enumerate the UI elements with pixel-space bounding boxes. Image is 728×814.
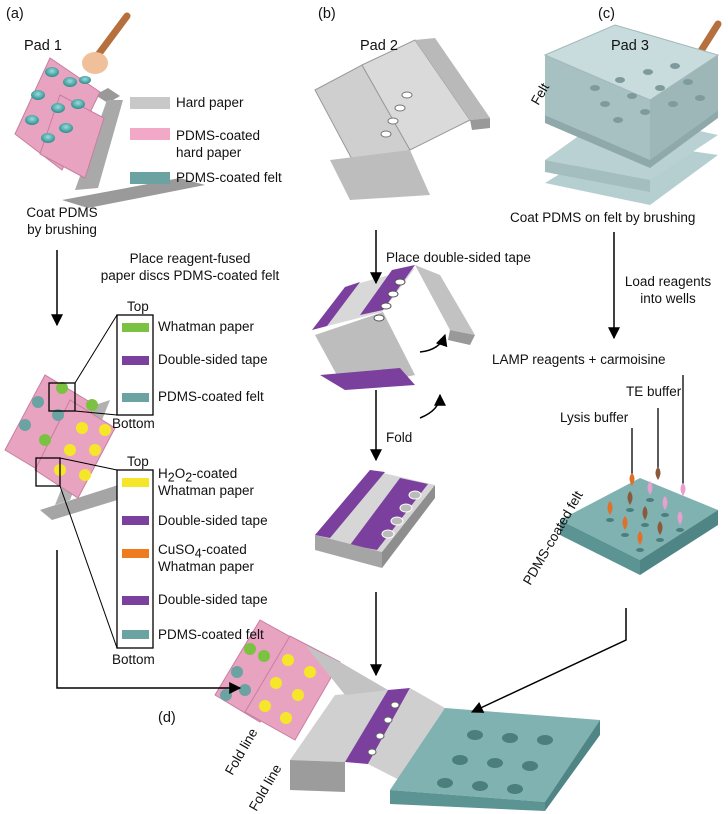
layer-stack-2 xyxy=(116,469,154,649)
step-place-tape: Place double-sided tape xyxy=(386,250,531,265)
layer-felt xyxy=(122,393,149,402)
panel-label-d: (d) xyxy=(158,710,176,726)
stack2-tape-2: Double-sided tape xyxy=(158,592,268,607)
pad1-title: Pad 1 xyxy=(24,38,62,54)
step-place-reagent: Place reagent-fused paper discs PDMS-coa… xyxy=(100,251,280,283)
stack1-tape: Double-sided tape xyxy=(158,352,268,367)
pad3-title: Pad 3 xyxy=(611,38,649,54)
legend-pdms-paper: PDMS-coated hard paper xyxy=(176,128,261,160)
stack2-cuso4: CuSO4-coated xyxy=(158,542,247,561)
layer-felt xyxy=(122,630,149,639)
panel-label-b: (b) xyxy=(318,6,336,22)
layer-cuso4 xyxy=(122,549,149,558)
stack2-bottom: Bottom xyxy=(112,652,155,667)
legend-swatch-hard-paper xyxy=(130,97,170,109)
step-load-reagents: Load reagents into wells xyxy=(624,274,712,306)
stack2-top: Top xyxy=(127,454,149,469)
stack2-felt: PDMS-coated felt xyxy=(158,627,264,642)
stack2-tape-1: Double-sided tape xyxy=(158,513,268,528)
pad1-device xyxy=(14,57,205,208)
zoom-box-2 xyxy=(35,457,61,487)
layer-h2o2 xyxy=(122,478,149,487)
stack1-top: Top xyxy=(127,299,149,314)
layer-tape xyxy=(122,516,149,525)
droplet-icon xyxy=(607,481,683,545)
step-fold: Fold xyxy=(386,430,413,445)
legend-hard-paper: Hard paper xyxy=(176,95,244,110)
stack2-h2o2-line2: Whatman paper xyxy=(158,483,255,498)
legend-pdms-felt: PDMS-coated felt xyxy=(176,170,282,185)
stack1-felt: PDMS-coated felt xyxy=(158,389,264,404)
assembled-device xyxy=(214,619,600,811)
panel-label-c: (c) xyxy=(598,6,615,22)
stack2-cuso4-line2: Whatman paper xyxy=(158,559,255,574)
label-lysis-buffer: Lysis buffer xyxy=(560,410,629,425)
pad2-taped-device xyxy=(312,265,475,419)
layer-tape xyxy=(122,596,149,605)
brush-icon xyxy=(82,12,131,74)
step-coat-felt: Coat PDMS on felt by brushing xyxy=(510,210,696,225)
label-te-buffer: TE buffer xyxy=(626,384,682,399)
pad3-felt xyxy=(543,24,720,205)
zoom-box-1 xyxy=(48,382,76,412)
legend-swatch-pdms-paper xyxy=(130,128,170,140)
stack1-bottom: Bottom xyxy=(112,416,155,431)
pad3-pdms-felt xyxy=(560,375,718,575)
flow-arrows xyxy=(51,230,627,713)
layer-whatman xyxy=(122,323,149,332)
pad2-folded-device xyxy=(315,470,435,568)
panel-label-a: (a) xyxy=(6,6,24,22)
step-lamp: LAMP reagents + carmoisine xyxy=(492,352,666,367)
step-coat-pdms: Coat PDMS by brushing xyxy=(26,205,98,237)
pad2-title: Pad 2 xyxy=(360,38,398,54)
layer-tape xyxy=(122,356,149,365)
stack2-h2o2: H2O2-coated xyxy=(158,466,238,485)
stack1-whatman: Whatman paper xyxy=(158,319,255,334)
pad2-device xyxy=(314,38,490,200)
legend-swatch-pdms-felt xyxy=(130,172,170,184)
